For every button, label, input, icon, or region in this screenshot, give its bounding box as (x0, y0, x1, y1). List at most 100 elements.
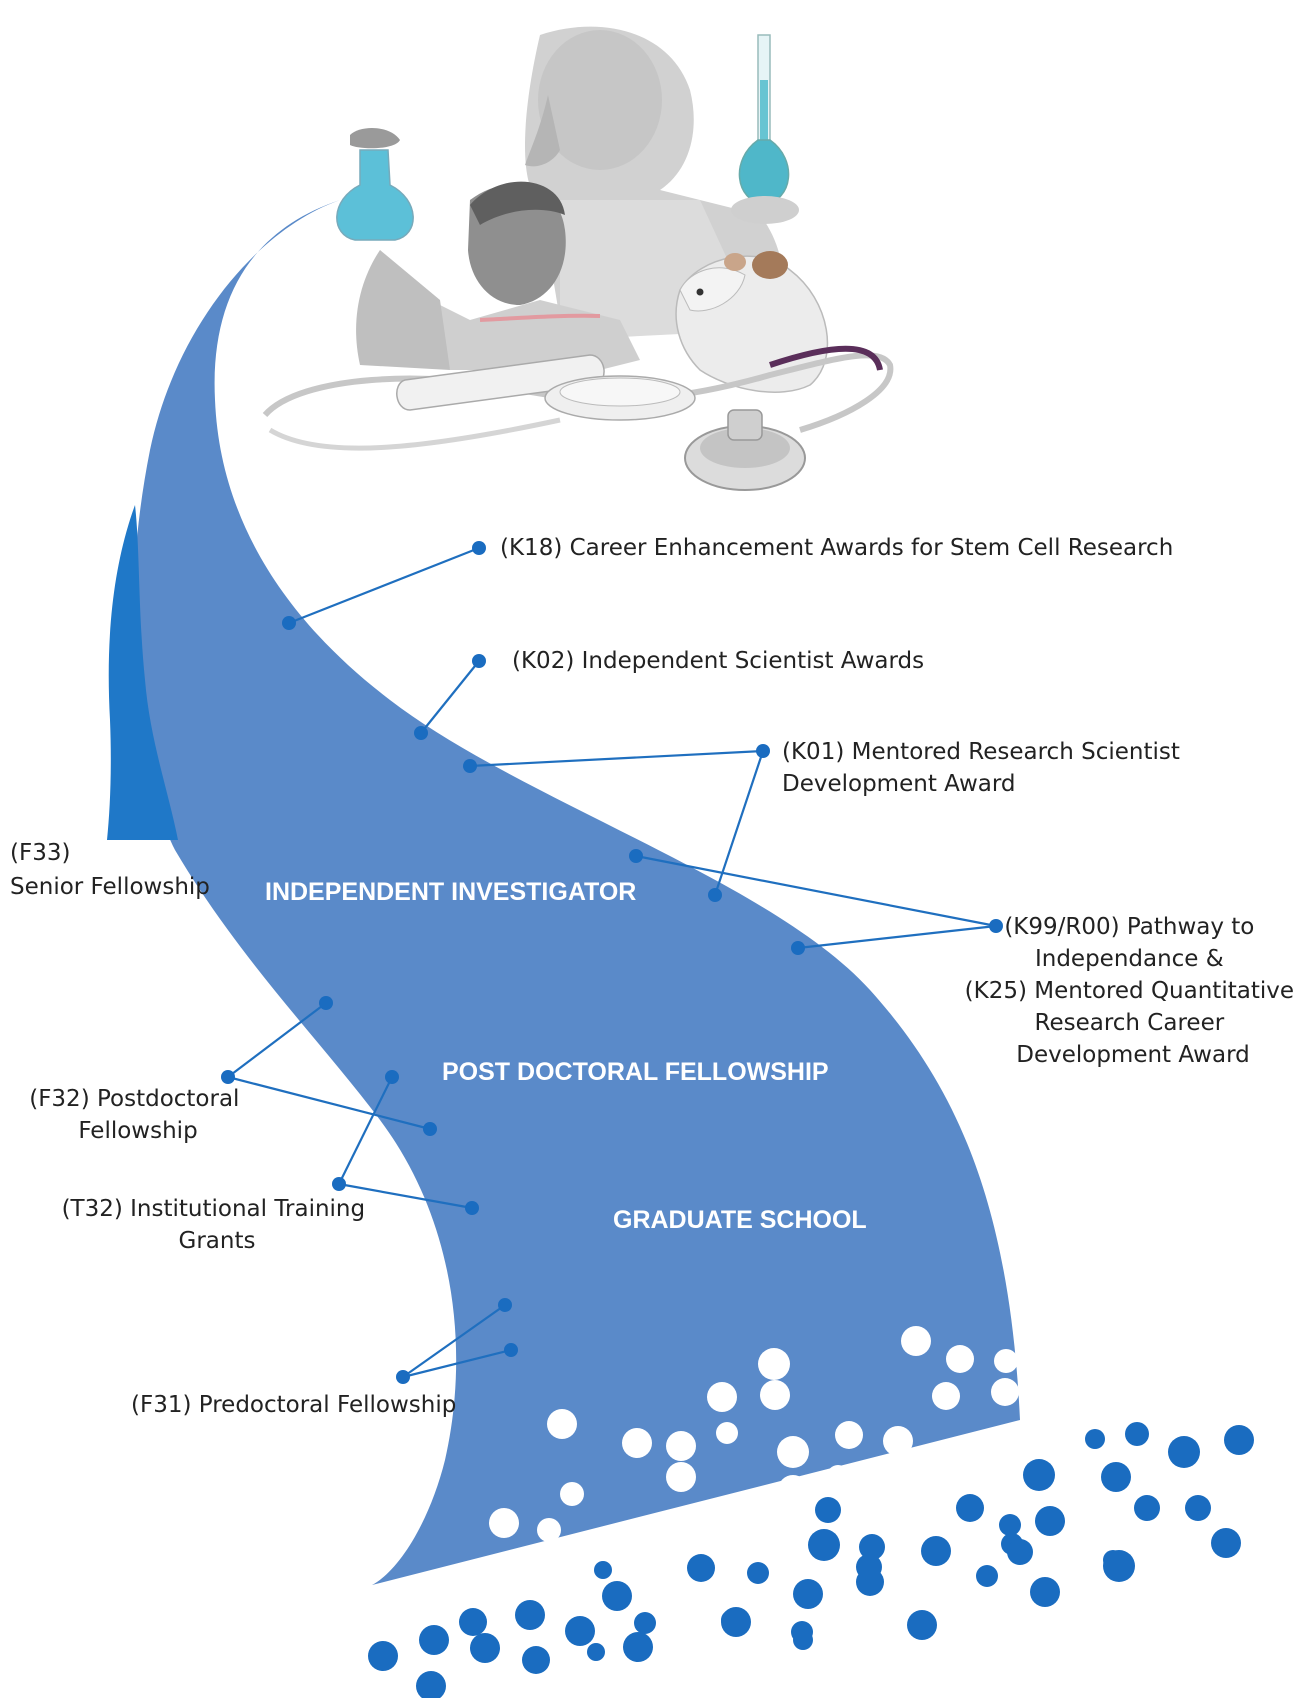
k18-node (472, 541, 486, 555)
bubble-white (760, 1380, 790, 1410)
f31-label: (F31) Predoctoral Fellowship (131, 1392, 456, 1418)
bubble-blue (793, 1630, 813, 1650)
volumetric-flask-icon (731, 34, 799, 224)
t32-label: (T32) Institutional Training Grants (62, 1196, 373, 1254)
bubble-blue (368, 1641, 398, 1671)
bubble-white (827, 1465, 849, 1487)
bubble-white (666, 1431, 696, 1461)
bubble-blue (594, 1561, 612, 1579)
stage-graduate-school: GRADUATE SCHOOL (613, 1206, 867, 1234)
bubble-white (547, 1556, 579, 1588)
bubble-blue (808, 1529, 840, 1561)
k99-node-inner-b (791, 941, 805, 955)
bubbles (368, 1326, 1254, 1698)
k01-node (756, 744, 770, 758)
bubble-blue (1185, 1495, 1211, 1521)
bubble-white (946, 1345, 974, 1373)
bubble-blue (687, 1554, 715, 1582)
scientist-man-icon (356, 181, 640, 370)
bubble-blue (856, 1554, 882, 1580)
bubble-white (883, 1426, 913, 1456)
bubble-white (489, 1508, 519, 1538)
f32-node (221, 1070, 235, 1084)
bubble-blue (921, 1536, 951, 1566)
bubble-white (666, 1462, 696, 1492)
bubble-blue (416, 1671, 446, 1698)
bubble-white (619, 1527, 641, 1549)
bubble-white (478, 1567, 506, 1595)
bubble-blue (721, 1610, 741, 1630)
bubble-blue (793, 1579, 823, 1609)
bubble-white (720, 1500, 740, 1520)
flask-icon (336, 128, 414, 241)
t32-node (332, 1177, 346, 1191)
bubble-blue (747, 1562, 769, 1584)
f32-node-inner-b (423, 1122, 437, 1136)
bubble-white (994, 1349, 1018, 1373)
k02-label: (K02) Independent Scientist Awards (512, 648, 924, 674)
petri-dish-icon (544, 375, 696, 421)
bubble-blue (1125, 1422, 1149, 1446)
bubble-blue (1168, 1436, 1200, 1468)
bubble-white (994, 1448, 1020, 1474)
bubble-blue (859, 1534, 885, 1560)
bubble-blue (1211, 1528, 1241, 1558)
bubble-white (716, 1422, 738, 1444)
bubble-blue (1134, 1495, 1160, 1521)
illustration (262, 26, 894, 491)
connector-nodes (221, 541, 1003, 1384)
bubble-blue (976, 1565, 998, 1587)
bubble-blue (1103, 1550, 1123, 1570)
bubble-white (537, 1518, 561, 1542)
bubble-blue (515, 1600, 545, 1630)
bubble-white (547, 1409, 577, 1439)
bubble-blue (634, 1612, 656, 1634)
bubble-blue (522, 1646, 550, 1674)
connectors (227, 546, 997, 1379)
bubble-blue (470, 1633, 500, 1663)
bubble-white (778, 1475, 808, 1505)
bubble-white (901, 1326, 931, 1356)
k18-node-inner (282, 616, 296, 630)
bubble-blue (419, 1625, 449, 1655)
bubble-blue (1224, 1425, 1254, 1455)
f31-node (396, 1370, 410, 1384)
k01-node-lower (708, 888, 722, 902)
bubble-white (777, 1436, 809, 1468)
bubble-white (690, 1513, 716, 1539)
scientist-woman-icon (525, 26, 784, 340)
f32-label: (F32) Postdoctoral Fellowship (29, 1086, 247, 1144)
bubble-blue (956, 1494, 984, 1522)
t32-node-inner-a (385, 1070, 399, 1084)
stage-post-doctoral-fellowship: POST DOCTORAL FELLOWSHIP (442, 1058, 829, 1086)
t32-node-inner-b (465, 1201, 479, 1215)
bubble-blue (1085, 1429, 1105, 1449)
f32-node-inner-a (319, 996, 333, 1010)
bubble-blue (1030, 1577, 1060, 1607)
bubble-blue (1023, 1459, 1055, 1491)
stethoscope-icon (262, 345, 894, 491)
bubble-blue (999, 1514, 1021, 1536)
bubble-white (932, 1382, 960, 1410)
bubble-blue (565, 1616, 595, 1646)
bubble-blue (587, 1643, 605, 1661)
bubble-blue (1035, 1506, 1065, 1536)
bubble-blue (1007, 1539, 1033, 1565)
bubble-white (758, 1348, 790, 1380)
senior-fellowship-ribbon (107, 505, 178, 840)
bubble-blue (815, 1497, 841, 1523)
stage-independent-investigator: INDEPENDENT INVESTIGATOR (265, 878, 636, 906)
k99-node (989, 919, 1003, 933)
bubble-white (765, 1509, 789, 1533)
bubble-blue (907, 1610, 937, 1640)
bubble-blue (602, 1581, 632, 1611)
k99-k25-label: (K99/R00) Pathway to Independance & (K25… (965, 914, 1302, 1068)
k01-node-inner (463, 759, 477, 773)
career-river (132, 200, 1021, 1585)
k01-label: (K01) Mentored Research Scientist Develo… (782, 739, 1187, 797)
bubble-blue (459, 1608, 487, 1636)
k99-node-inner-a (629, 849, 643, 863)
bubble-white (991, 1378, 1019, 1406)
bubble-blue (623, 1632, 653, 1662)
